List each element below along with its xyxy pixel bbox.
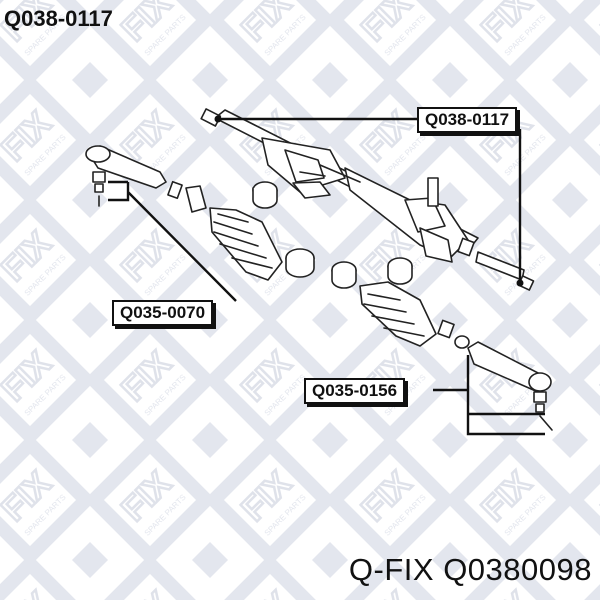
leader-dot-rack-right	[516, 279, 524, 287]
steering-rack-housing	[200, 108, 535, 291]
header-part-code: Q038-0117	[4, 6, 113, 31]
left-tie-rod-end	[85, 145, 167, 207]
leader-line-inner-joint	[108, 180, 237, 302]
left-inner-joint-parts	[167, 180, 357, 289]
label-rack-part-number: Q038-0117	[417, 107, 518, 133]
leader-dot-rack-left	[214, 115, 222, 123]
right-inner-joint-parts	[359, 257, 470, 349]
footer-brand: Q-FIX	[348, 552, 435, 587]
label-inner-joint-part-number: Q035-0070	[112, 300, 214, 326]
footer-brand-part: Q-FIX Q0380098	[349, 552, 592, 588]
label-tie-rod-end-part-number: Q035-0156	[304, 378, 406, 404]
leader-line-tie-rod-end	[433, 355, 545, 436]
footer-part-number: Q0380098	[443, 552, 592, 587]
right-tie-rod-end	[467, 341, 553, 431]
